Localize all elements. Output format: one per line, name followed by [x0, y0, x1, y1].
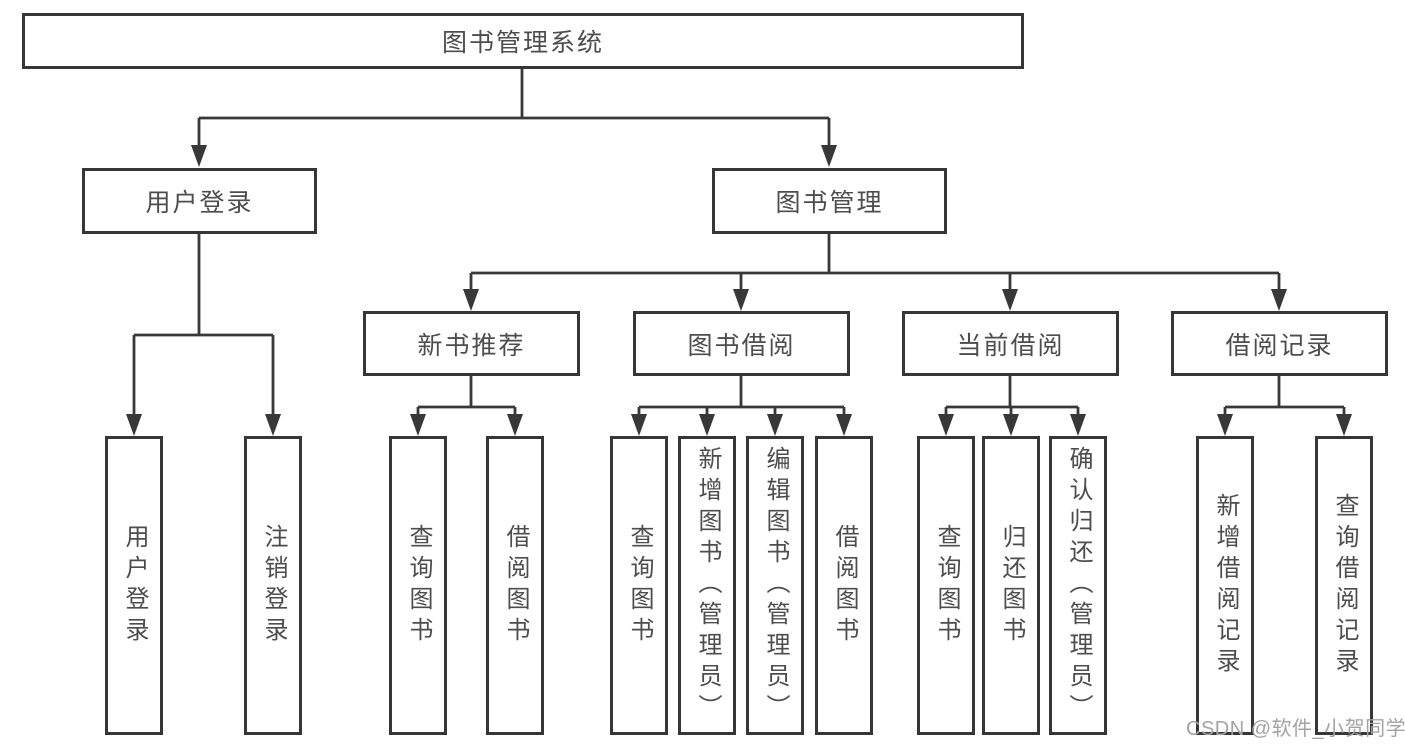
node-borrow-records-label: 借阅记录	[1225, 331, 1334, 360]
leaf-confirm-return-admin-label: 确认归还（管理员）	[1065, 446, 1092, 725]
node-root-label: 图书管理系统	[441, 29, 604, 57]
node-root: 图书管理系统	[22, 13, 1024, 69]
leaf-confirm-return-admin: 确认归还（管理员）	[1049, 436, 1107, 735]
csdn-watermark: CSDN @软件_小贺同学	[1186, 718, 1405, 740]
leaf-user-login-label: 用户登录	[121, 523, 148, 648]
arrowheads	[126, 145, 1352, 436]
tree-edges	[132, 69, 1346, 417]
leaf-logout-label: 注销登录	[260, 523, 287, 648]
leaf-add-book-admin-label: 新增图书（管理员）	[694, 446, 721, 725]
leaf-borrow-books-recommend: 借阅图书	[486, 436, 544, 735]
leaf-edit-book-admin: 编辑图书（管理员）	[746, 436, 804, 735]
node-current-borrow-label: 当前借阅	[956, 331, 1065, 360]
node-borrow-records: 借阅记录	[1171, 311, 1388, 376]
node-new-book-recommend-label: 新书推荐	[417, 331, 526, 360]
leaf-add-book-admin: 新增图书（管理员）	[678, 436, 736, 735]
leaf-query-books-current-label: 查询图书	[933, 523, 960, 648]
leaf-add-borrow-record-label: 新增借阅记录	[1212, 492, 1239, 679]
leaf-query-books-borrow-label: 查询图书	[626, 523, 653, 648]
leaf-edit-book-admin-label: 编辑图书（管理员）	[762, 446, 789, 725]
node-book-management-label: 图书管理	[775, 189, 884, 217]
leaf-query-books-recommend-label: 查询图书	[405, 523, 432, 648]
node-user-login-label: 用户登录	[145, 189, 254, 217]
node-book-borrow: 图书借阅	[633, 311, 850, 376]
leaf-borrow-books-label: 借阅图书	[831, 523, 858, 648]
leaf-borrow-books: 借阅图书	[815, 436, 873, 735]
node-new-book-recommend: 新书推荐	[363, 311, 580, 376]
leaf-add-borrow-record: 新增借阅记录	[1196, 436, 1254, 735]
leaf-user-login: 用户登录	[105, 436, 163, 735]
node-book-borrow-label: 图书借阅	[687, 331, 796, 360]
leaf-query-borrow-record-label: 查询借阅记录	[1331, 492, 1358, 679]
node-user-login: 用户登录	[82, 168, 317, 234]
leaf-query-books-current: 查询图书	[917, 436, 975, 735]
leaf-query-books-recommend: 查询图书	[389, 436, 447, 735]
leaf-borrow-books-recommend-label: 借阅图书	[502, 523, 529, 648]
leaf-return-books-label: 归还图书	[998, 523, 1025, 648]
node-current-borrow: 当前借阅	[902, 311, 1119, 376]
node-book-management: 图书管理	[712, 168, 947, 234]
leaf-logout: 注销登录	[244, 436, 302, 735]
leaf-query-borrow-record: 查询借阅记录	[1315, 436, 1373, 735]
leaf-return-books: 归还图书	[982, 436, 1040, 735]
leaf-query-books-borrow: 查询图书	[610, 436, 668, 735]
